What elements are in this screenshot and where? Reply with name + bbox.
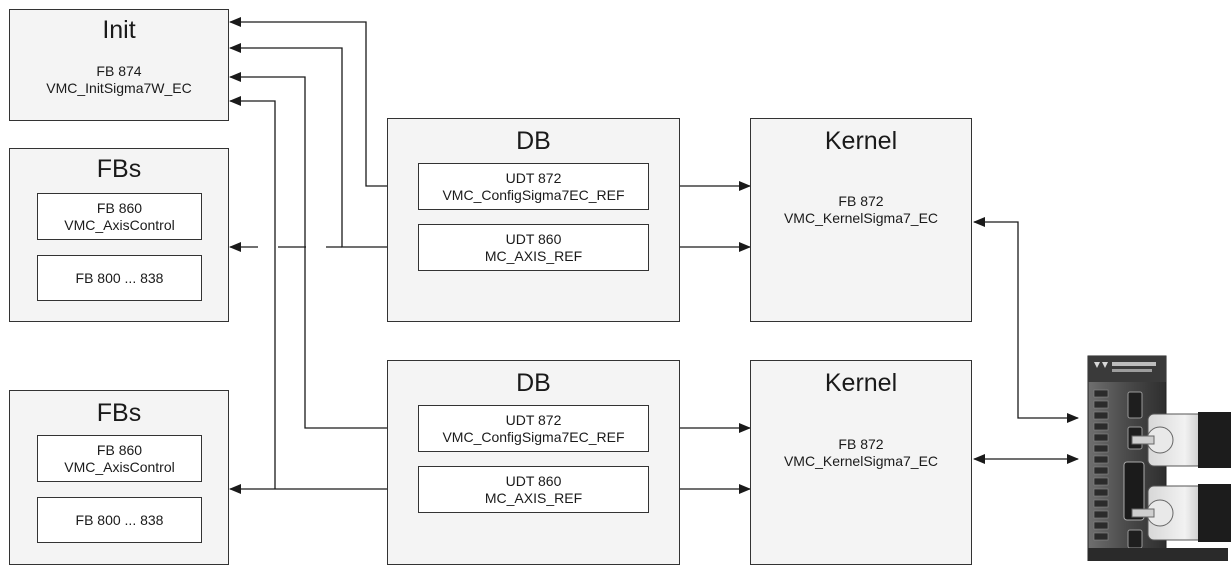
fbs-bottom-range: FB 800 ... 838	[37, 497, 202, 543]
fbs-bottom-block: FBs FB 860 VMC_AxisControl FB 800 ... 83…	[9, 390, 229, 565]
kernel-bottom-fb-number: FB 872	[838, 436, 884, 452]
init-title: Init	[102, 16, 136, 44]
fbs-top-axis-control: FB 860 VMC_AxisControl	[37, 193, 202, 240]
db-bottom-config-ref: UDT 872 VMC_ConfigSigma7EC_REF	[418, 405, 649, 452]
db-bottom-title: DB	[516, 369, 551, 397]
db-top-axis-name: MC_AXIS_REF	[484, 247, 583, 264]
fbs-top-title: FBs	[96, 155, 142, 183]
db-top-axis-number: UDT 860	[505, 230, 562, 247]
db-top-title: DB	[516, 127, 551, 155]
db-top-axis-ref: UDT 860 MC_AXIS_REF	[418, 224, 649, 271]
init-fb-number: FB 874	[96, 63, 142, 79]
db-bottom-config-number: UDT 872	[505, 411, 562, 428]
fbs-bottom-title: FBs	[96, 399, 142, 427]
db-bottom-config-name: VMC_ConfigSigma7EC_REF	[442, 428, 625, 445]
init-to-config-bottom-line	[229, 72, 418, 433]
fbs-top-range: FB 800 ... 838	[37, 255, 202, 301]
kernel-bottom-fb-name: VMC_KernelSigma7_EC	[783, 453, 939, 469]
fbs-top-axis-control-name: VMC_AxisControl	[64, 216, 175, 233]
fbs-bottom-axis-control: FB 860 VMC_AxisControl	[37, 435, 202, 482]
fbs-top-block: FBs FB 860 VMC_AxisControl FB 800 ... 83…	[9, 148, 229, 322]
kernel-bottom-block: Kernel FB 872 VMC_KernelSigma7_EC	[750, 360, 972, 565]
db-bottom-block: DB UDT 872 VMC_ConfigSigma7EC_REF UDT 86…	[387, 360, 680, 565]
fbs-bottom-axis-control-number: FB 860	[96, 441, 143, 458]
db-top-block: DB UDT 872 VMC_ConfigSigma7EC_REF UDT 86…	[387, 118, 680, 322]
db-bottom-axis-number: UDT 860	[505, 472, 562, 489]
db-bottom-axis-ref: UDT 860 MC_AXIS_REF	[418, 466, 649, 513]
fbs-bottom-range-label: FB 800 ... 838	[75, 511, 164, 528]
kernel-top-fb-number: FB 872	[838, 193, 884, 209]
db-top-config-name: VMC_ConfigSigma7EC_REF	[442, 186, 625, 203]
db-top-config-number: UDT 872	[505, 169, 562, 186]
init-fb-name: VMC_InitSigma7W_EC	[46, 80, 192, 96]
db-top-config-ref: UDT 872 VMC_ConfigSigma7EC_REF	[418, 163, 649, 210]
fbs-top-axis-control-number: FB 860	[96, 199, 143, 216]
kernel-top-block: Kernel FB 872 VMC_KernelSigma7_EC	[750, 118, 972, 322]
kernel-top-title: Kernel	[824, 127, 898, 155]
fbs-bottom-axis-control-name: VMC_AxisControl	[64, 458, 175, 475]
kernel-top-fb-name: VMC_KernelSigma7_EC	[783, 210, 939, 226]
init-to-axis-bottom-line	[229, 96, 276, 489]
kernel-bottom-title: Kernel	[824, 369, 898, 397]
servo-drive-icon	[1087, 355, 1231, 561]
init-block: Init FB 874 VMC_InitSigma7W_EC	[9, 9, 229, 121]
fbs-top-range-label: FB 800 ... 838	[75, 269, 164, 286]
db-bottom-axis-name: MC_AXIS_REF	[484, 489, 583, 506]
kernel-top-to-device-line	[973, 217, 1079, 423]
